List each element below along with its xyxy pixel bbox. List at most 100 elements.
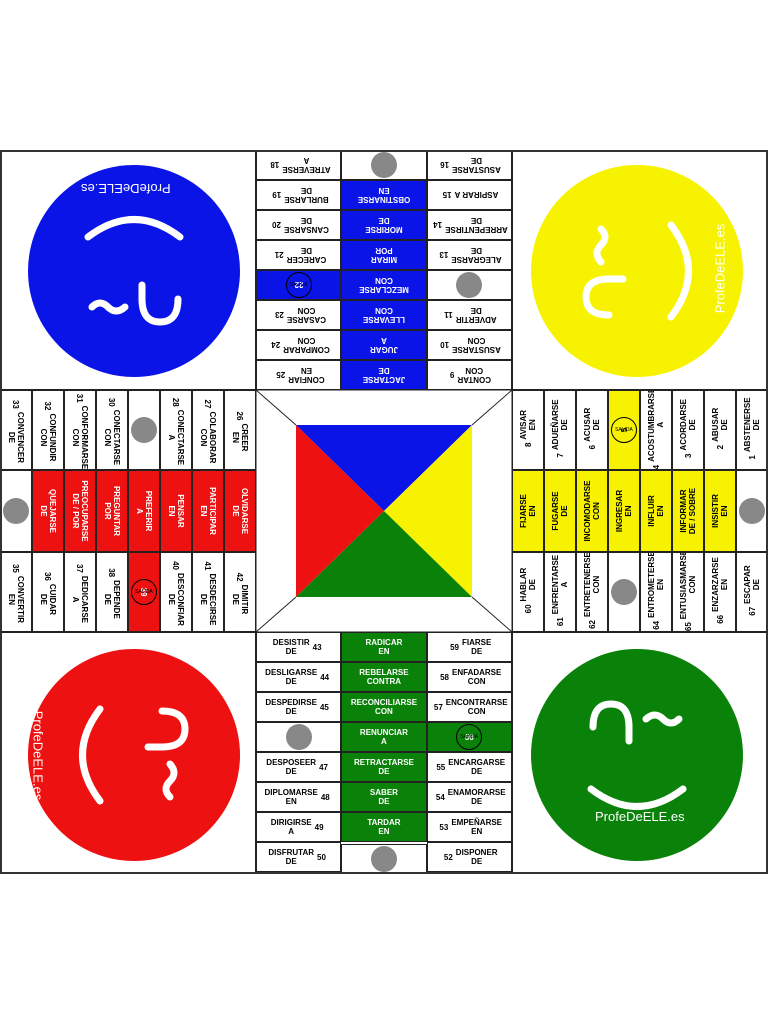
blue-lane-cell[interactable]: LLEVARSE CON (341, 300, 427, 330)
board-cell-46[interactable]: 46 (256, 722, 342, 752)
yellow-lane-cell[interactable]: INFLUIR EN (640, 470, 672, 552)
yellow-lane-cell[interactable]: INGRESAR EN (608, 470, 640, 552)
green-lane-cell[interactable]: RADICAR EN (341, 632, 427, 662)
red-lane-cell[interactable]: PENSAR EN (160, 470, 192, 552)
blue-lane-cell[interactable]: JUGAR A (341, 330, 427, 360)
green-lane-cell[interactable]: RENUNCIAR A (341, 722, 427, 752)
blue-lane-cell[interactable]: MORIRSE DE (341, 210, 427, 240)
home-red[interactable] (28, 649, 240, 861)
yellow-lane-cell[interactable]: FIJARSE EN (512, 470, 544, 552)
blue-lane-cell[interactable]: MIRAR POR (341, 240, 427, 270)
green-lane-cell[interactable]: RETRACTARSE DE (341, 752, 427, 782)
board-cell-34[interactable]: 34 (0, 470, 32, 552)
yellow-lane-cell[interactable]: INSISTIR EN (704, 470, 736, 552)
home-blue[interactable] (28, 165, 240, 377)
board-cell-17[interactable]: 17 (341, 150, 427, 180)
green-lane-cell[interactable]: RECONCILIARSE CON (341, 692, 427, 722)
yellow-lane-cell[interactable]: INCOMODARSE CON (576, 470, 608, 552)
board-cell-29[interactable]: 29 (128, 390, 160, 470)
red-lane-cell[interactable]: PARTICIPAR EN (192, 470, 224, 552)
green-lane-cell[interactable]: REBELARSE CONTRA (341, 662, 427, 692)
red-lane-cell[interactable]: OLVIDARSE DE (224, 470, 256, 552)
green-lane-cell[interactable]: SABER DE (341, 782, 427, 812)
home-green[interactable] (531, 649, 743, 861)
green-lane-cell[interactable]: TARDAR EN (341, 812, 427, 842)
board-cell-51[interactable]: 51 (341, 844, 427, 874)
blue-lane-cell[interactable]: OBSTINARSE EN (341, 180, 427, 210)
red-lane-cell[interactable]: PREOCUPARSE DE / POR (64, 470, 96, 552)
red-lane-cell[interactable]: PREFERIR A (128, 470, 160, 552)
red-lane-cell[interactable]: PREGUNTAR POR (96, 470, 128, 552)
home-yellow[interactable] (531, 165, 743, 377)
blue-lane-cell[interactable]: JACTARSE DE (341, 360, 427, 390)
board-cell-68[interactable]: 68 (736, 470, 768, 552)
blue-lane-cell[interactable]: MEZCLARSE CON (341, 270, 427, 300)
board-cell-12[interactable]: 12 (426, 270, 512, 300)
yellow-lane-cell[interactable]: INFORMAR DE / SOBRE (672, 470, 704, 552)
board-cell-63[interactable]: 63 (608, 552, 640, 632)
yellow-lane-cell[interactable]: FUGARSE DE (544, 470, 576, 552)
red-lane-cell[interactable]: QUEJARSE DE (32, 470, 64, 552)
